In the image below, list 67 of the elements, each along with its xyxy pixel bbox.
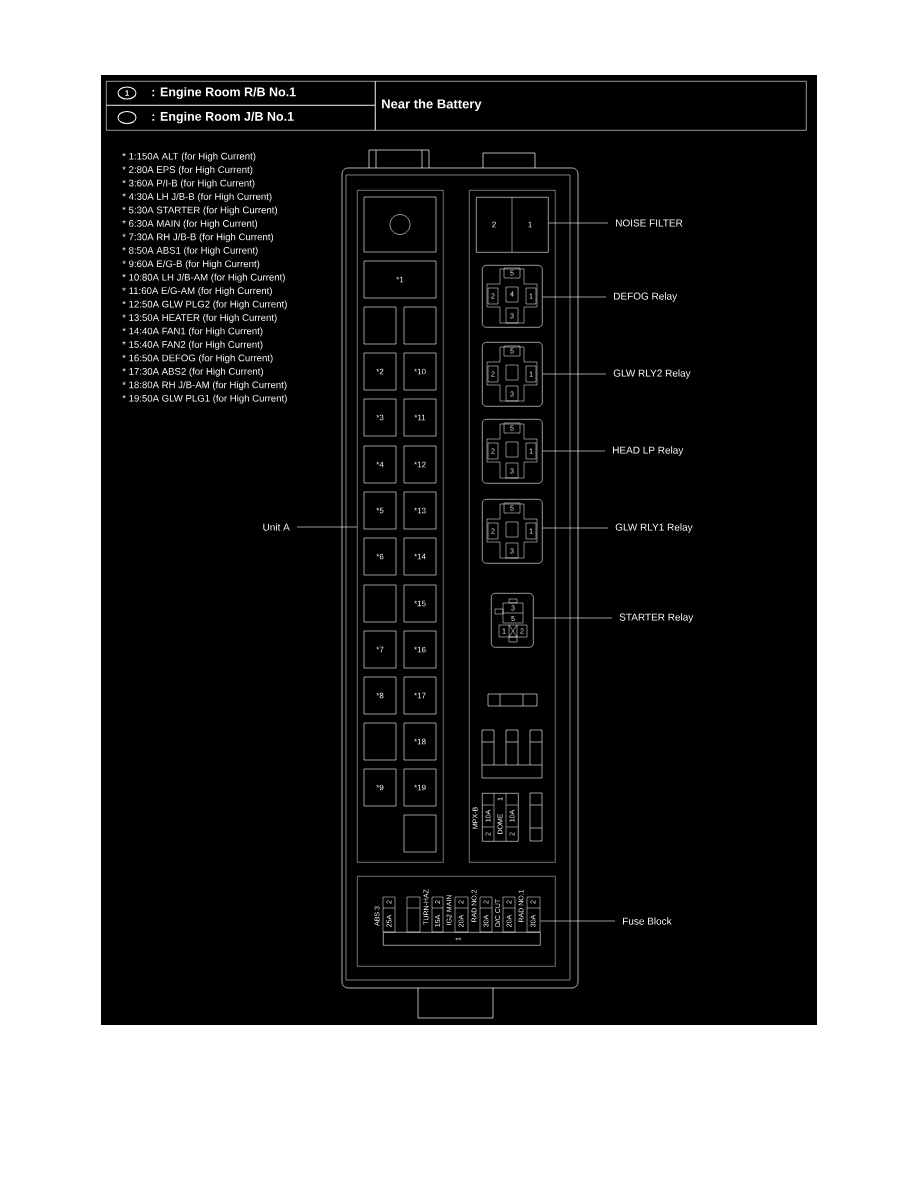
callout-label: Unit A — [263, 523, 290, 531]
fuse-box — [363, 196, 437, 253]
header-cell: Near the Battery — [375, 81, 807, 131]
fuse-box: *10 — [403, 352, 437, 391]
fuse-box — [403, 306, 437, 345]
callout-label: HEAD LP Relay — [613, 446, 684, 456]
fuse-box — [403, 814, 437, 853]
fuse-box: *4 — [363, 445, 397, 484]
fuse-box: *3 — [363, 398, 397, 437]
fuse-list-text: * 7:30A RH J/B-B (for High Current) — [122, 233, 274, 243]
fuse-list-text: * 14:40A FAN1 (for High Current) — [122, 327, 263, 337]
leader-line — [542, 373, 607, 375]
fuse-list-text: * 17:30A ABS2 (for High Current) — [122, 367, 263, 377]
fuse-list-text: * 12:50A GLW PLG2 (for High Current) — [122, 300, 287, 310]
fuse-box — [363, 722, 397, 761]
fuse-box: *8 — [363, 676, 397, 715]
fuse-box — [363, 584, 397, 623]
fuse-box: *13 — [403, 491, 437, 530]
fuse-box: *19 — [403, 768, 437, 807]
callout-label: GLW RLY1 Relay — [615, 523, 693, 533]
fuse-box: *9 — [363, 768, 397, 807]
callout-label: GLW RLY2 Relay — [613, 369, 691, 379]
callout-label: Fuse Block — [623, 917, 672, 925]
fuse-panel — [469, 190, 556, 863]
fuse-list-text: * 9:60A E/G-B (for High Current) — [122, 260, 260, 270]
fuse-list-text: * 15:40A FAN2 (for High Current) — [122, 340, 263, 350]
fuse-list-text: * 10:80A LH J/B-AM (for High Current) — [122, 273, 285, 283]
fuse-list-text: * 18:80A RH J/B-AM (for High Current) — [122, 381, 287, 391]
fuse-list-text: * 1:150A ALT (for High Current) — [122, 152, 256, 162]
fuse-list-text: * 11:60A E/G-AM (for High Current) — [122, 287, 272, 296]
fuse-box: *5 — [363, 491, 397, 530]
fuse-box: *18 — [403, 722, 437, 761]
fuse-box — [363, 306, 397, 345]
fuse-box: *17 — [403, 676, 437, 715]
fuse-box: *11 — [403, 398, 437, 437]
fuse-panel — [357, 876, 556, 967]
fuse-list-text: * 3:60A P/I-B (for High Current) — [122, 179, 255, 189]
noise-filter: 2 1 — [476, 196, 549, 253]
leader-line — [542, 450, 606, 452]
fuse-list-text: * 5:30A STARTER (for High Current) — [122, 206, 277, 216]
leader-line — [296, 526, 358, 528]
leader-line — [540, 920, 616, 922]
fuse-list-text: * 13:50A HEATER (for High Current) — [122, 313, 277, 323]
fuse-box: *15 — [403, 584, 437, 623]
header-cell: : Engine Room J/B No.1 — [106, 105, 376, 131]
fuse-list-text: * 2:80A EPS (for High Current) — [122, 166, 253, 175]
fuse-box: *2 — [363, 352, 397, 391]
fuse-list-text: * 19:50A GLW PLG1 (for High Current) — [122, 394, 287, 404]
fuse-list-text: * 8:50A ABS1 (for High Current) — [122, 246, 258, 256]
callout-label: NOISE FILTER — [616, 219, 683, 227]
callout-label: DEFOG Relay — [614, 292, 678, 302]
fuse-box: *1 — [363, 260, 437, 299]
fuse-box: *7 — [363, 630, 397, 669]
fuse-list-text: * 4:30A LH J/B-B (for High Current) — [122, 192, 272, 202]
leader-line — [533, 617, 613, 619]
fuse-list-text: * 16:50A DEFOG (for High Current) — [122, 354, 273, 364]
fuse-box: *14 — [403, 537, 437, 576]
leader-line — [542, 527, 609, 529]
leader-line — [542, 296, 607, 298]
fuse-box: *12 — [403, 445, 437, 484]
fuse-list-text: * 6:30A MAIN (for High Current) — [122, 219, 258, 229]
leader-line — [548, 222, 609, 224]
fuse-box: *6 — [363, 537, 397, 576]
fuse-box: *16 — [403, 630, 437, 669]
header-cell: 1 : Engine Room R/B No.1 — [106, 81, 376, 106]
callout-label: STARTER Relay — [619, 613, 694, 623]
fuse-panel — [357, 190, 444, 863]
